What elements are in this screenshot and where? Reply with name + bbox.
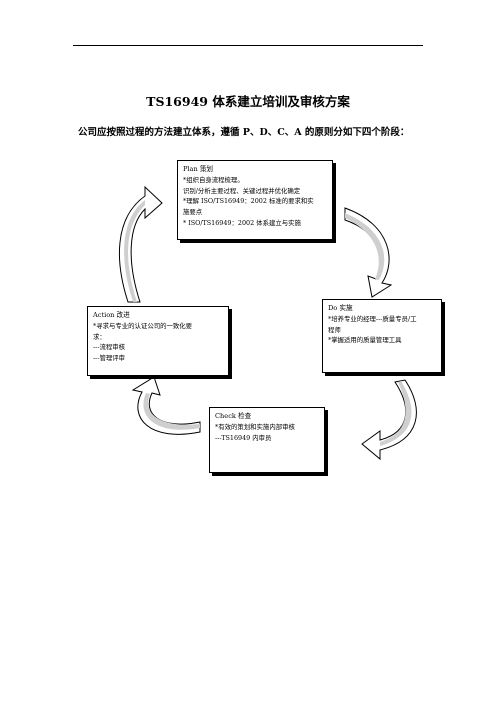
header-rule	[73, 45, 423, 46]
check-heading: Check 检查	[215, 412, 252, 420]
page-title: TS16949 体系建立培训及审核方案	[146, 94, 350, 109]
do-line: 程师	[328, 325, 341, 334]
plan-line: 施要点	[183, 208, 203, 217]
arrow-plan-to-do	[344, 207, 393, 298]
action-line: *寻求与专业的认证公司的一致化要	[93, 321, 193, 330]
do-line: *培养专业的经理---质量专员/工	[328, 314, 417, 323]
action-box: Action 改进 *寻求与专业的认证公司的一致化要 求： ---流程审核 --…	[87, 306, 229, 376]
plan-line: *理解 ISO/TS16949：2002 标准的要求和实	[183, 197, 314, 206]
check-line: ---TS16949 内审员	[215, 433, 272, 442]
plan-box: Plan 策划 *组织自身流程梳理。 识别/分析主要过程、关键过程并优化确定 *…	[177, 160, 333, 240]
plan-line: *组织自身流程梳理。	[183, 175, 244, 184]
do-line: *掌握适用的质量管理工具	[328, 336, 402, 345]
plan-line: 识别/分析主要过程、关键过程并优化确定	[183, 186, 301, 195]
arrow-check-to-action	[131, 376, 201, 435]
plan-heading: Plan 策划	[183, 165, 214, 173]
action-line: 求：	[93, 332, 106, 341]
check-line: *有效的策划和实施内部审核	[215, 422, 295, 431]
check-box: Check 检查 *有效的策划和实施内部审核 ---TS16949 内审员	[209, 407, 325, 473]
arrow-action-to-plan	[118, 185, 163, 303]
do-box: Do 实施 *培养专业的经理---质量专员/工 程师 *掌握适用的质量管理工具	[322, 299, 442, 373]
arrow-do-to-check	[361, 379, 417, 461]
action-heading: Action 改进	[93, 311, 130, 319]
action-line: ---流程审核	[93, 343, 126, 352]
action-line: ---管理评审	[93, 354, 126, 363]
intro-text: 公司应按照过程的方法建立体系，遵循 P、D、C、A 的原则分如下四个阶段：	[78, 127, 410, 138]
plan-line: * ISO/TS16949：2002 体系建立与实施	[183, 218, 301, 227]
do-heading: Do 实施	[328, 304, 353, 312]
